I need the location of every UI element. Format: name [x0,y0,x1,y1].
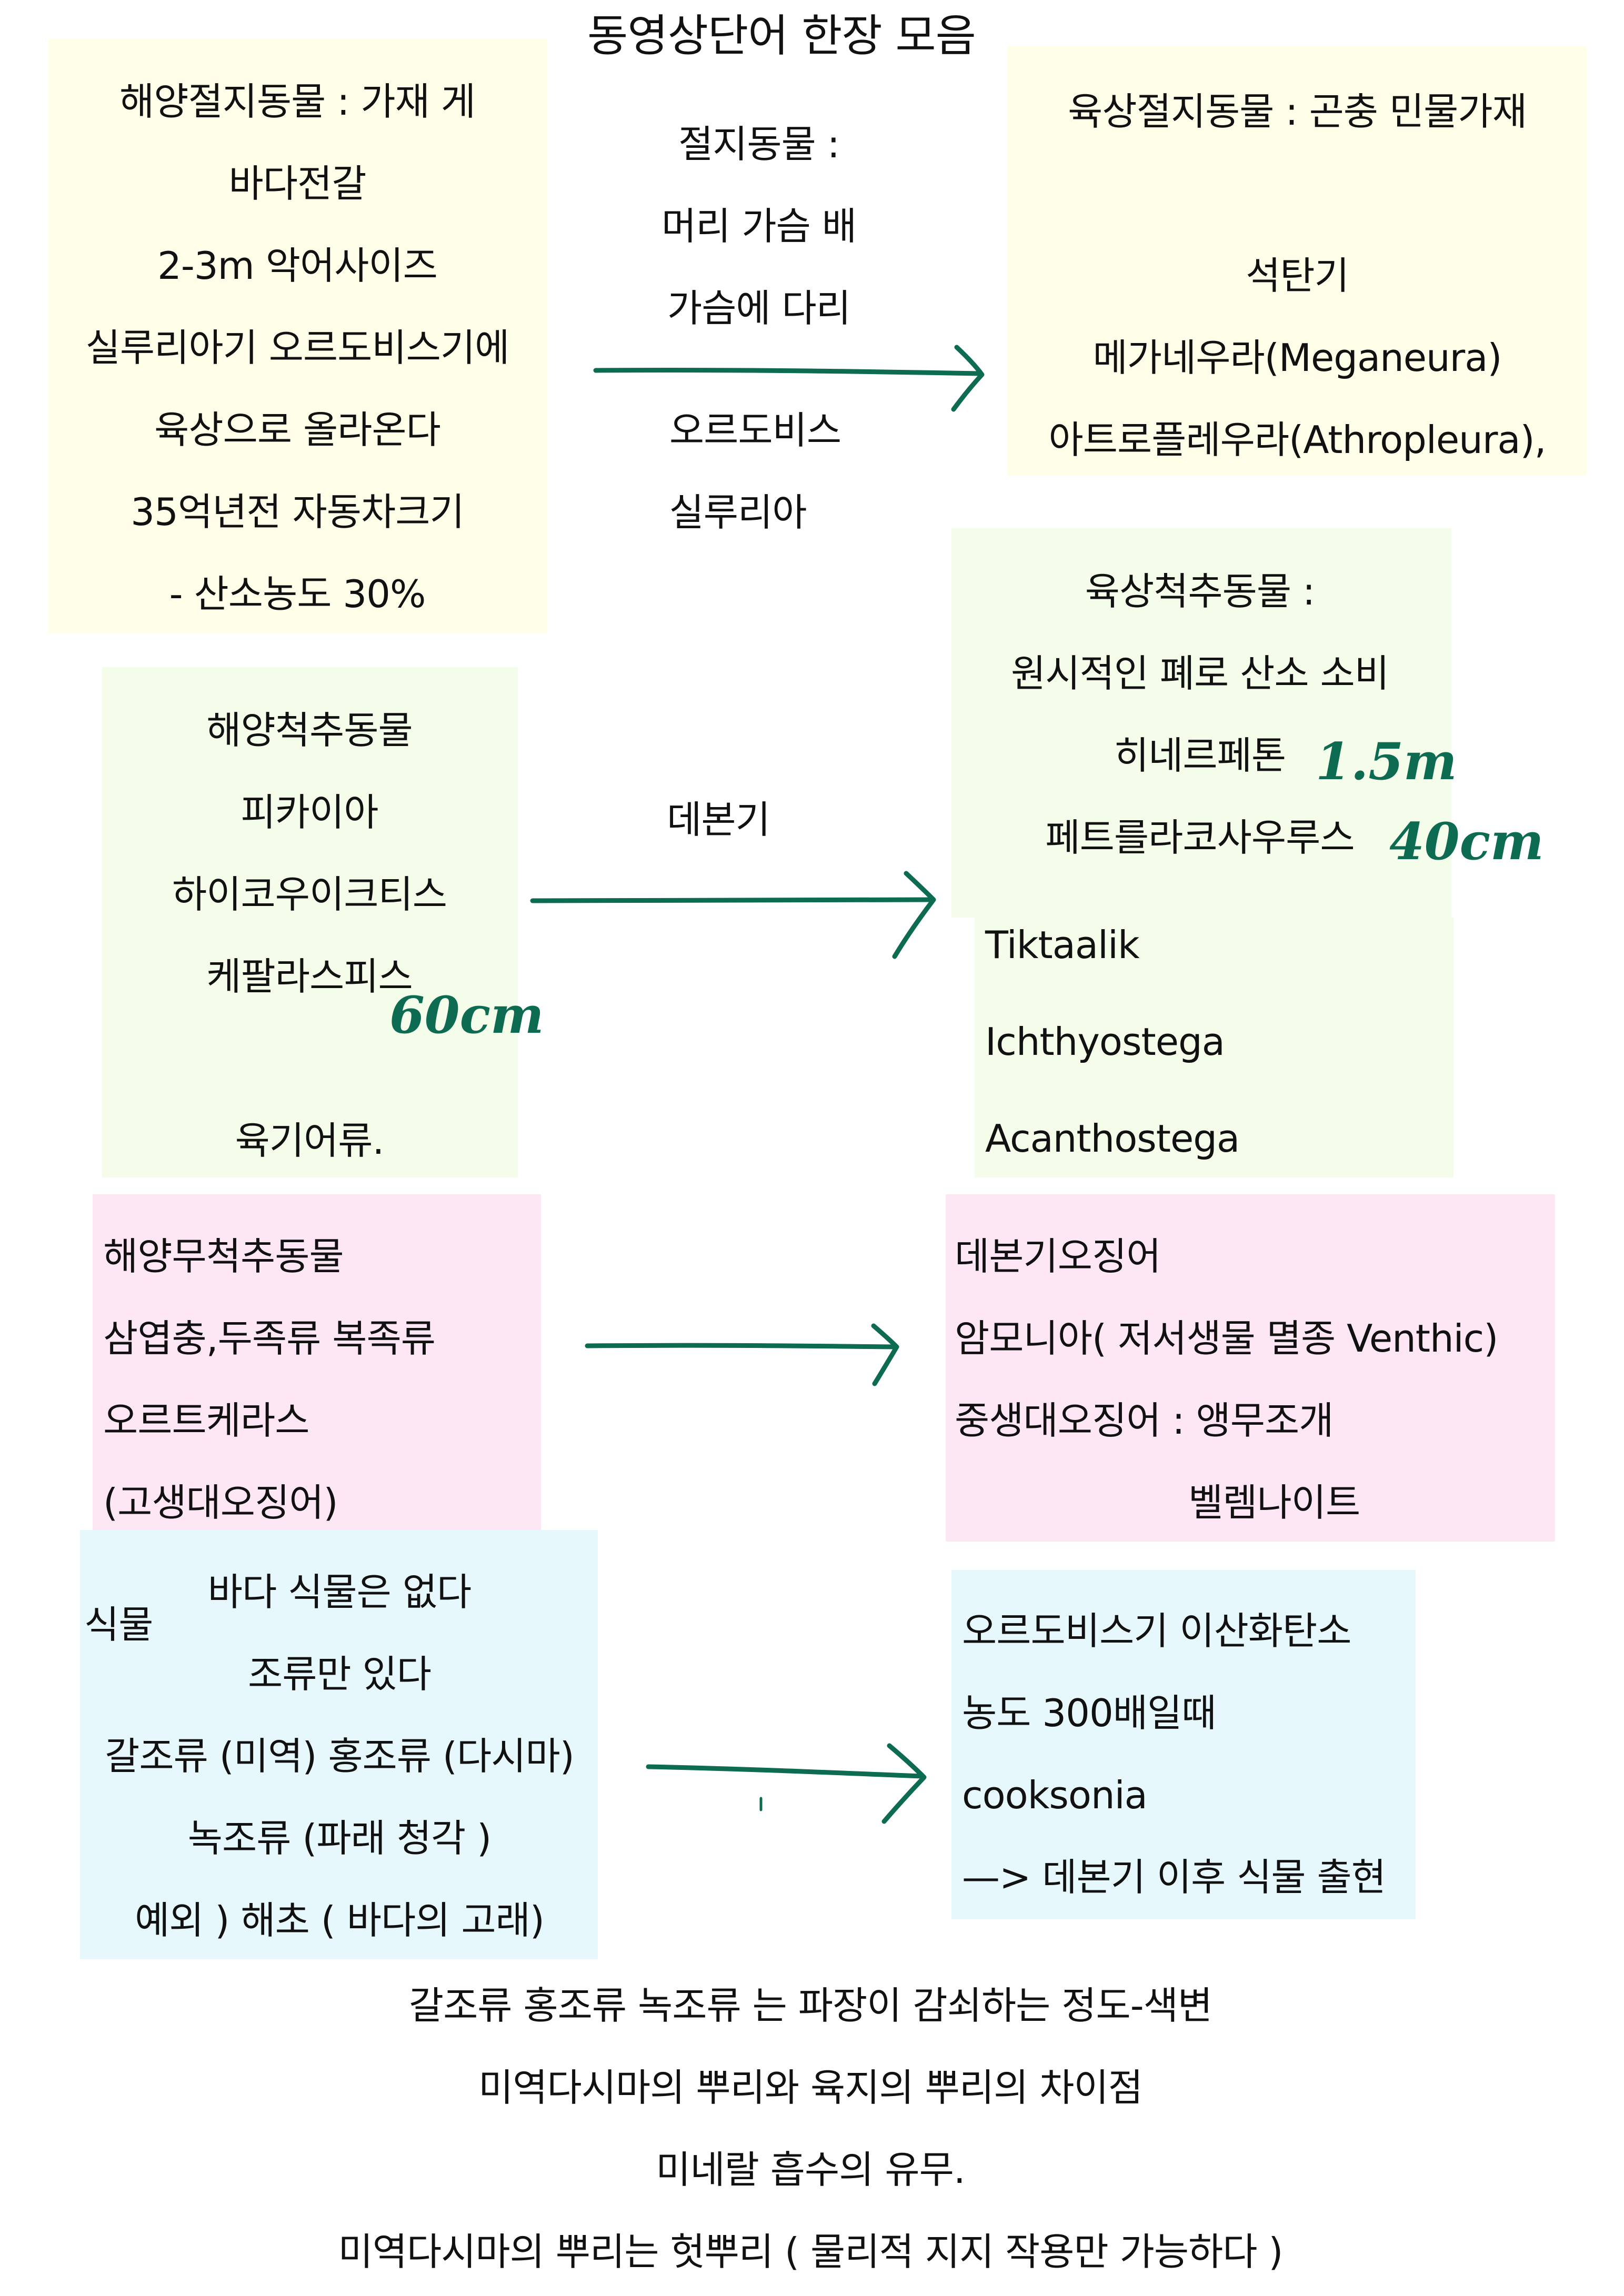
land-plants-line: cooksonia [962,1773,1148,1817]
land-arthropods-line: 아트로플레우라(Athropleura), [1048,418,1546,462]
plants-line: 바다 식물은 없다 [207,1570,472,1614]
footer-line: 미역다시마의 뿌리와 육지의 뿌리의 차이점 [478,2066,1143,2110]
arthropod-center-line: 머리 가슴 배 [661,204,857,248]
arrow-plants-head [881,1743,927,1824]
arrow-invertebrates-head [871,1323,899,1386]
land-plants-line: 오르도비스기 이산화탄소 [962,1609,1352,1653]
plants-line: 녹조류 (파래 청각 ) [187,1816,492,1860]
land-vertebrates-line: 페트를라코사우루스 [1045,815,1355,860]
arrow-plants [646,1764,925,1779]
arrow-vertebrates [530,897,934,903]
plants-line: 예외 ) 해초 ( 바다의 고래) [135,1898,545,1942]
marine-arthropods-line: 해양절지동물 : 가재 게 [119,79,476,124]
land-arthropods-line: 메가네우라(Meganeura) [1092,336,1502,380]
land-plants-line: —> 데본기 이후 식물 출현 [962,1855,1386,1899]
marine-vertebrates-line: 하이코우이크티스 [172,872,447,917]
cephalopods-line: 벨렘나이트 [1188,1481,1360,1525]
plants-line: 갈조류 (미역) 홍조류 (다시마) [105,1734,575,1778]
land-vertebrates-line: Tiktaalik [985,923,1140,967]
land-arthropods-box [1007,46,1587,476]
arthropod-center-line: 절지동물 : [678,122,840,166]
plants-box [80,1530,598,1959]
cephalopods-line: 암모니아( 저서생물 멸종 Venthic) [955,1316,1498,1361]
marine-arthropods-line: - 산소농도 30% [169,572,426,616]
marine-vertebrates-line: 피카이아 [240,790,379,834]
land-vertebrates-box-lower [975,918,1453,1177]
footer-line: 미네랄 흡수의 유무. [656,2148,966,2192]
land-arthropods-line: 석탄기 [1246,254,1349,298]
cephalopods-line: 중생대오징어 : 앵무조개 [955,1398,1334,1443]
marine-vertebrates-line: 해양척추동물 [206,708,413,752]
marine-arthropods-line: 2-3m 악어사이즈 [157,244,438,288]
arthropod-center-line: 실루리아 [669,490,807,535]
plants-line: 조류만 있다 [247,1652,432,1696]
marine-arthropods-line: 35억년전 자동차크기 [131,490,464,534]
arrow-vertebrates-head [892,871,936,959]
land-arthropods-line: 육상절지동물 : 곤충 민물가재 [1068,89,1527,134]
footer-line: 미역다시마의 뿌리는 헛뿌리 ( 물리적 지지 작용만 가능하다 ) [338,2230,1283,2274]
arrow-arthropods-head [951,345,985,412]
size-note-60cm: 60cm [389,985,544,1045]
size-note-1-5m: 1.5m [1316,732,1457,791]
land-plants-line: 농도 300배일때 [962,1691,1217,1735]
land-vertebrates-line: 히네르페톤 [1114,733,1286,778]
marine-invertebrates-line: 오르트케라스 [103,1398,309,1443]
cephalopods-box [946,1194,1555,1542]
marine-vertebrates-line: 육기어류. [235,1119,385,1163]
marine-invertebrates-line: 삼엽충,두족류 복족류 [103,1316,436,1361]
land-vertebrates-line: 육상척추동물 : [1085,569,1316,613]
marine-arthropods-box [48,39,547,633]
page-title: 동영상단어 한장 모음 [587,10,976,62]
land-vertebrates-line: Ichthyostega [985,1020,1225,1064]
marine-invertebrates-line: 해양무척추동물 [103,1234,344,1278]
marine-arthropods-line: 육상으로 올라온다 [154,408,441,452]
marine-vertebrates-line: 케팔라스피스 [206,954,413,999]
land-vertebrates-line: 원시적인 폐로 산소 소비 [1010,651,1389,696]
marine-arthropods-line: 실루리아기 오르도비스기에 [85,326,510,370]
footer-line: 갈조류 홍조류 녹조류 는 파장이 감쇠하는 정도-색변 [408,1983,1212,2028]
arrow-invertebrates [585,1343,897,1350]
devonian-label: 데본기 [667,798,770,842]
marine-invertebrates-box [93,1194,541,1542]
marine-arthropods-line: 바다전갈 [228,162,367,206]
cephalopods-line: 데본기오징어 [955,1234,1161,1278]
land-vertebrates-box-upper [951,528,1451,918]
arthropod-center-line: 오르도비스 [669,408,841,452]
land-plants-box [951,1570,1416,1919]
arthropod-center-line: 가슴에 다리 [667,286,851,330]
arrow-arthropods [593,367,983,376]
land-vertebrates-line: Acanthostega [985,1116,1240,1161]
marine-vertebrates-box [102,667,518,1177]
size-note-40cm: 40cm [1389,812,1544,871]
plants-side-label: 식물 [84,1603,153,1647]
marine-invertebrates-line: (고생대오징어) [103,1481,338,1525]
